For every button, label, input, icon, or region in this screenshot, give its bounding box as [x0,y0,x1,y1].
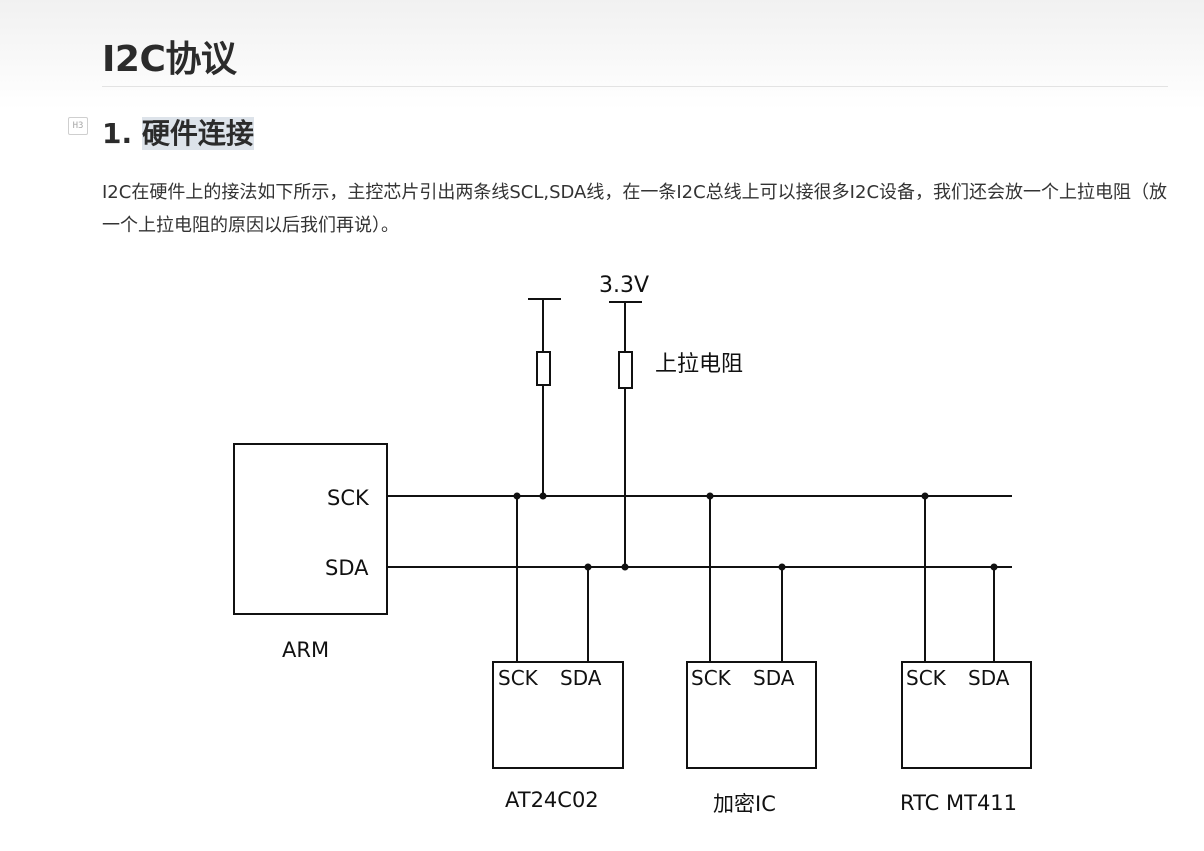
section-number: 1. [102,117,133,150]
section-title: 硬件连接 [141,117,254,150]
device-box-1 [492,661,624,769]
document-title: I2C协议 [102,39,237,80]
master-name: ARM [282,638,329,662]
device-1-sda-pin: SDA [560,666,602,690]
master-chip-box [233,443,388,615]
section-heading[interactable]: 1. 硬件连接 [102,112,254,152]
master-scl-pin: SCK [327,486,370,510]
title-divider [102,86,1168,87]
voltage-label: 3.3V [599,273,649,298]
device-1-name: AT24C02 [505,788,599,812]
pullup-resistor-scl [536,351,551,386]
device-2-scl-pin: SCK [691,666,732,690]
heading-level-icon[interactable]: H3 [68,117,88,135]
device-2-sda-pin: SDA [753,666,795,690]
device-box-3 [901,661,1032,769]
pullup-label: 上拉电阻 [655,352,743,377]
device-3-sda-pin: SDA [968,666,1010,690]
top-shade [0,0,1204,110]
device-box-2 [686,661,817,769]
pullup-resistor-sda [618,351,633,389]
device-2-name: 加密IC [713,792,776,816]
device-3-name: RTC MT411 [900,791,1017,815]
device-1-scl-pin: SCK [498,666,539,690]
section-paragraph[interactable]: I2C在硬件上的接法如下所示，主控芯片引出两条线SCL,SDA线，在一条I2C总… [102,182,1168,236]
device-3-scl-pin: SCK [906,666,947,690]
master-sda-pin: SDA [325,556,369,580]
